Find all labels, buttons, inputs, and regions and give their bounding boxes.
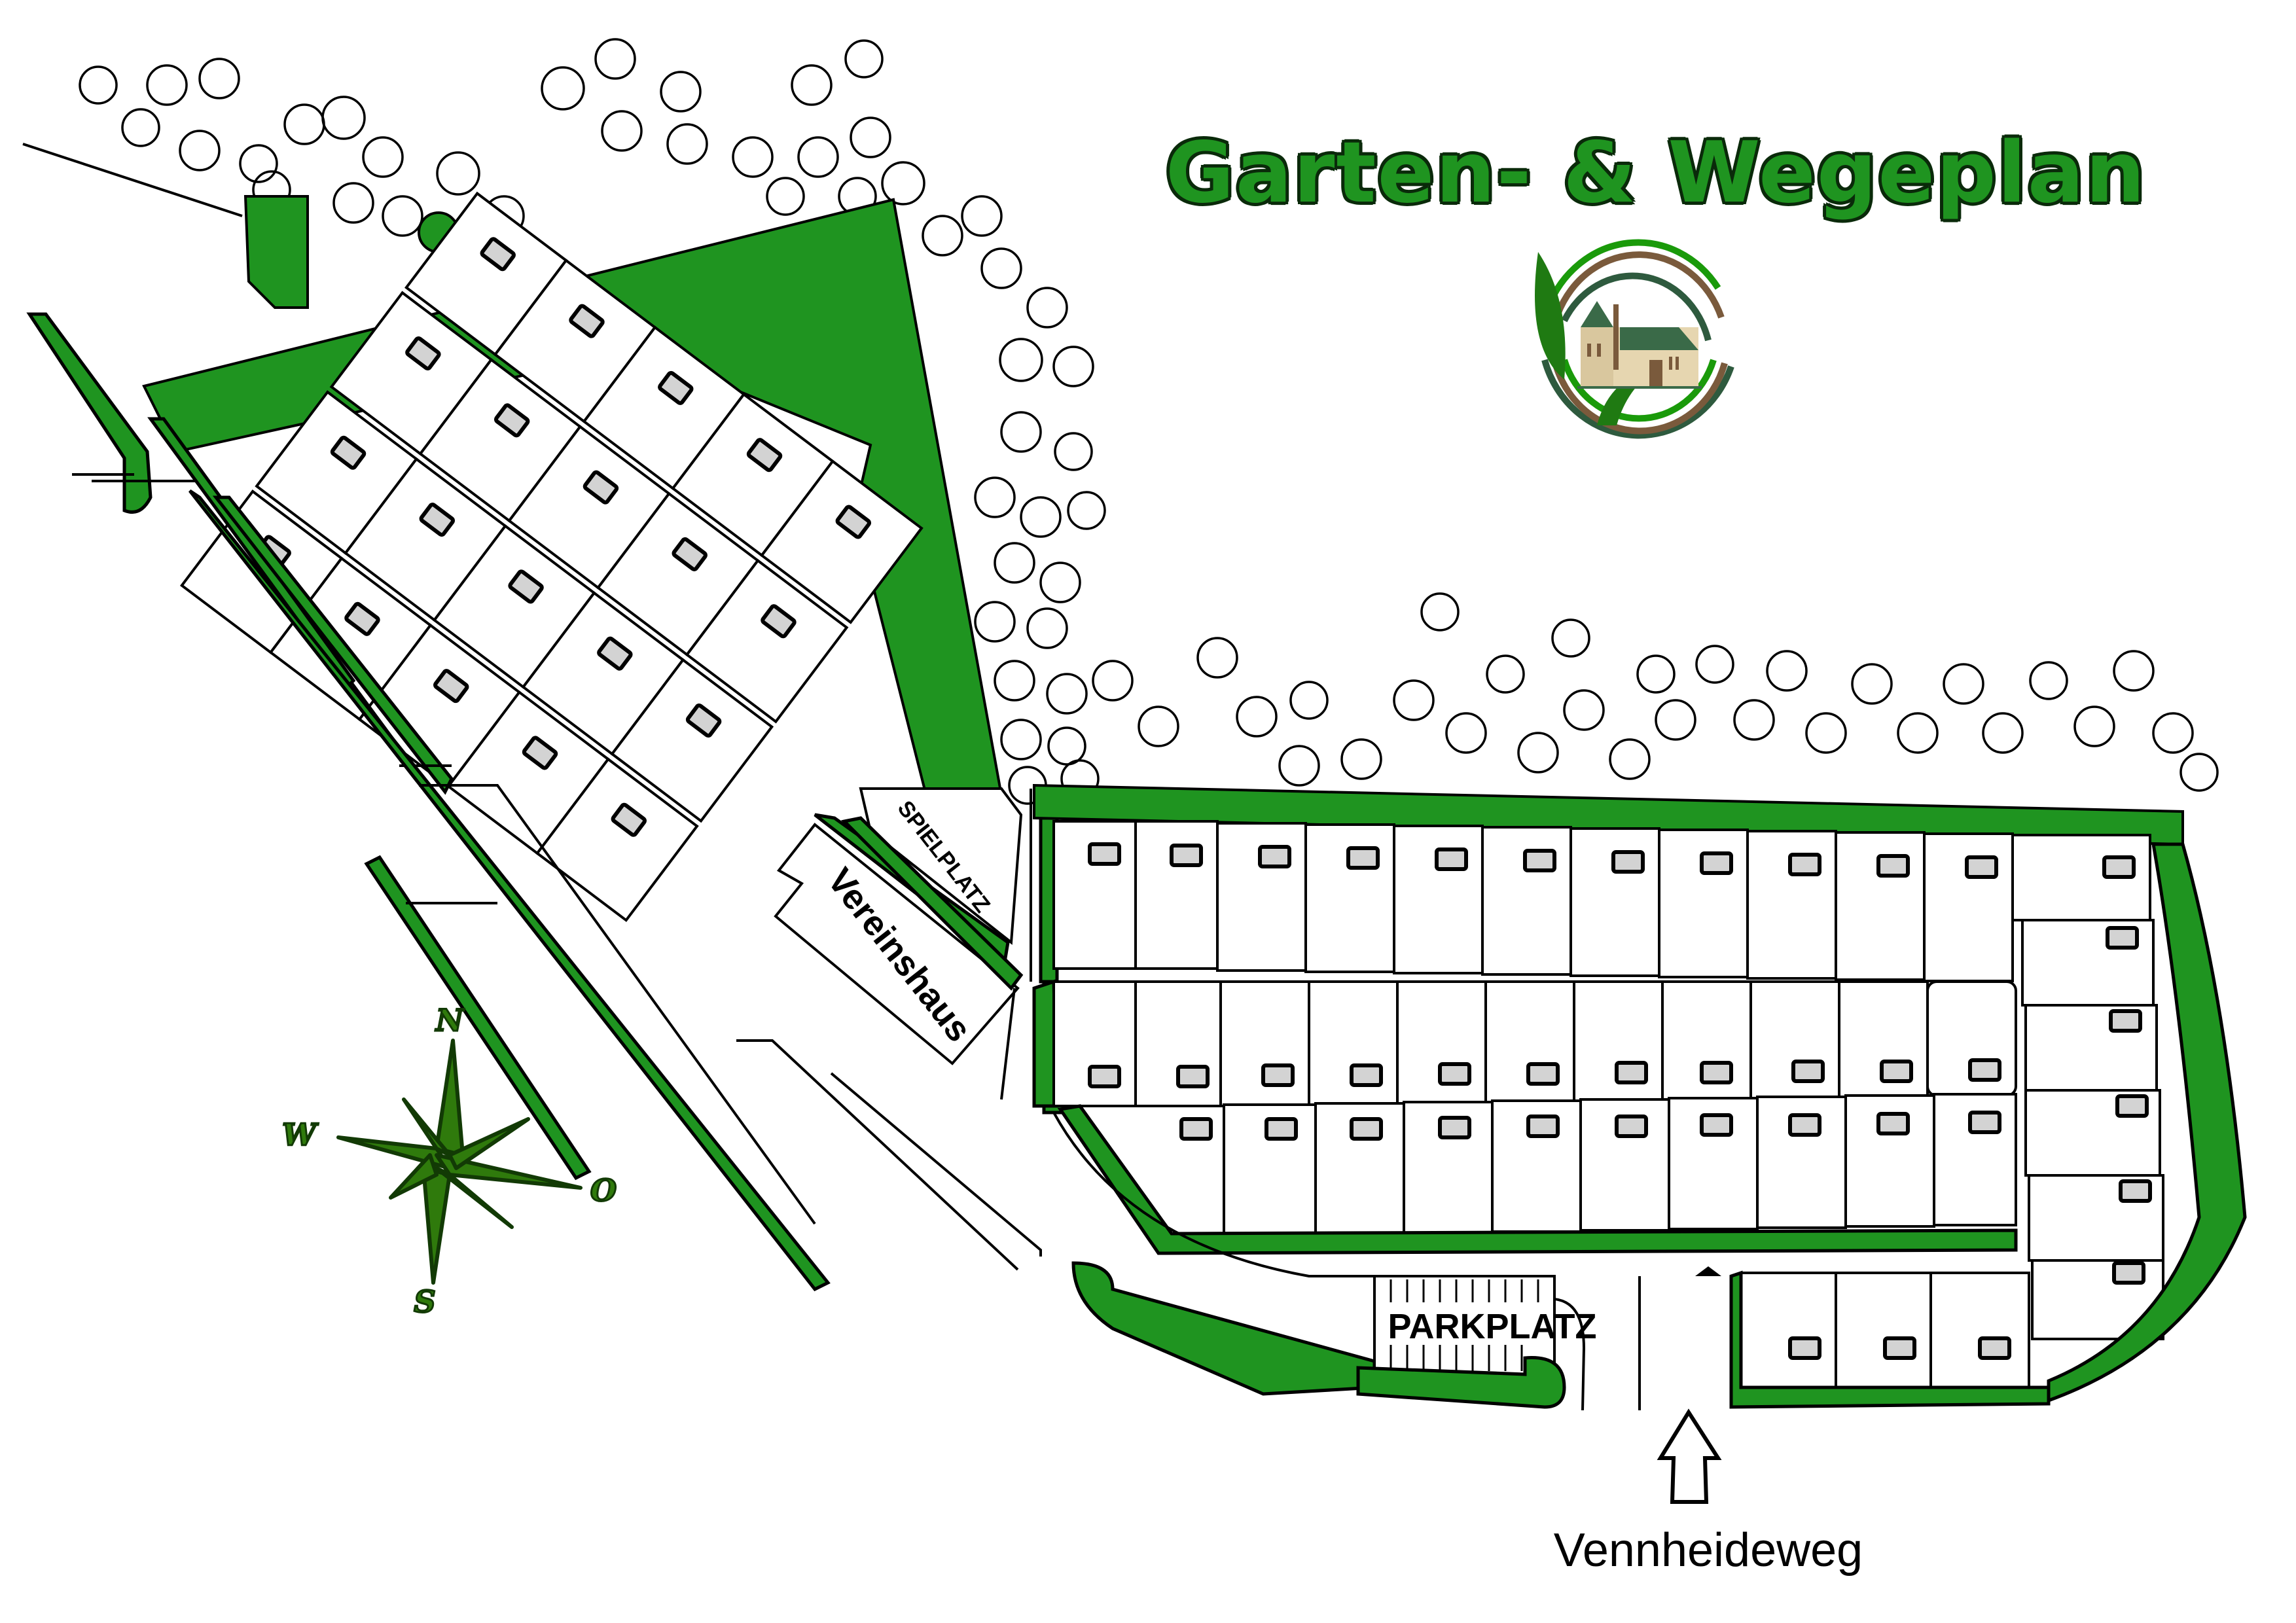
parcel-row-north [1052, 820, 2151, 982]
leaf-icon [1597, 363, 1669, 425]
compass-north-label: N [435, 1003, 465, 1038]
garden-hut-icons [255, 237, 872, 837]
parcel-row-southeast [1729, 1270, 2051, 1409]
page-title: Garten- & Wegeplan [1165, 124, 2147, 222]
parcel-block-west [179, 191, 924, 922]
leaf-icon [1535, 252, 1566, 380]
house-leaf-circle-logo [1535, 239, 1734, 439]
tree-cluster-northwest [79, 38, 1106, 805]
garden-hut-icons [1179, 1111, 2001, 1141]
road-west-diagonal [22, 143, 1042, 1292]
parcel-row-middle [1032, 979, 2017, 1108]
parcel-row-south [1057, 1093, 2018, 1255]
entrance-arrow-icon [1657, 1408, 1722, 1504]
compass-east-label: O [590, 1173, 617, 1208]
parking-label: PARKPLATZ [1388, 1307, 1597, 1346]
garden-hut-icons [1088, 842, 2136, 879]
parcel-column-east [2021, 842, 2247, 1403]
house-icon [1577, 301, 1702, 389]
garden-hut-icons [1088, 1058, 2001, 1088]
tree-cluster-northeast [1092, 592, 2219, 792]
direction-triangle-icon [1695, 1266, 1721, 1276]
parking-area: PARKPLATZ [1052, 1112, 1721, 1411]
hedge-south-row [1057, 1104, 2018, 1255]
parking-stall-lines [1390, 1279, 1539, 1371]
garden-hut-icons [2106, 926, 2152, 1285]
compass-rose-icon: N S W O [281, 1002, 618, 1321]
green-strip-northwest [243, 195, 309, 309]
entrance-road-label: Vennheideweg [1554, 1524, 1863, 1577]
compass-south-label: S [414, 1284, 435, 1319]
garden-hut-icons [1788, 1336, 2011, 1360]
compass-west-label: W [282, 1117, 319, 1152]
